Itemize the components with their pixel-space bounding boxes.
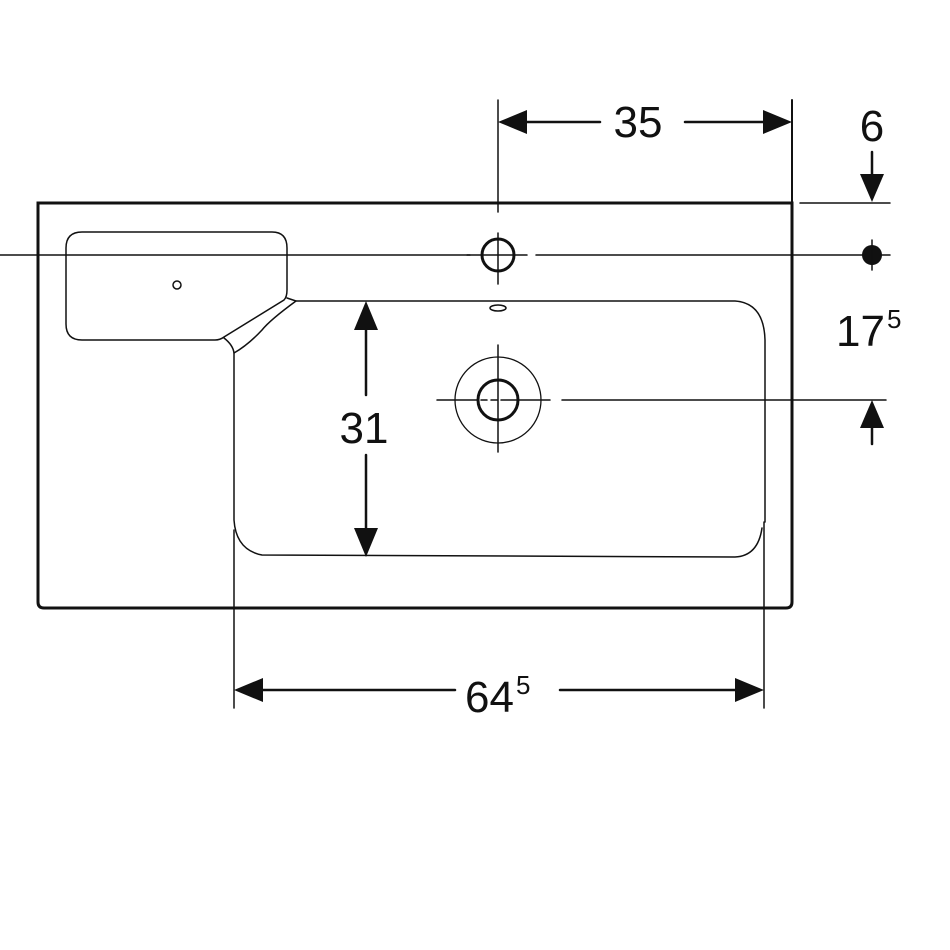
arrowheads — [234, 110, 884, 702]
shelf-hole — [172, 280, 182, 290]
dimension-bowl-depth: 31 — [340, 404, 389, 453]
dimension-tap-offset: 35 — [614, 98, 663, 147]
dimension-bowl-width: 645 — [465, 670, 530, 722]
overflow-hole — [489, 304, 507, 312]
dimension-top-offset: 6 — [860, 102, 884, 151]
basin-outline — [36, 201, 794, 610]
bowl-outline — [233, 300, 766, 558]
overflow-channel — [223, 297, 297, 354]
shelf-outline — [65, 231, 288, 341]
dimension-tap-to-drain: 175 — [836, 304, 901, 356]
